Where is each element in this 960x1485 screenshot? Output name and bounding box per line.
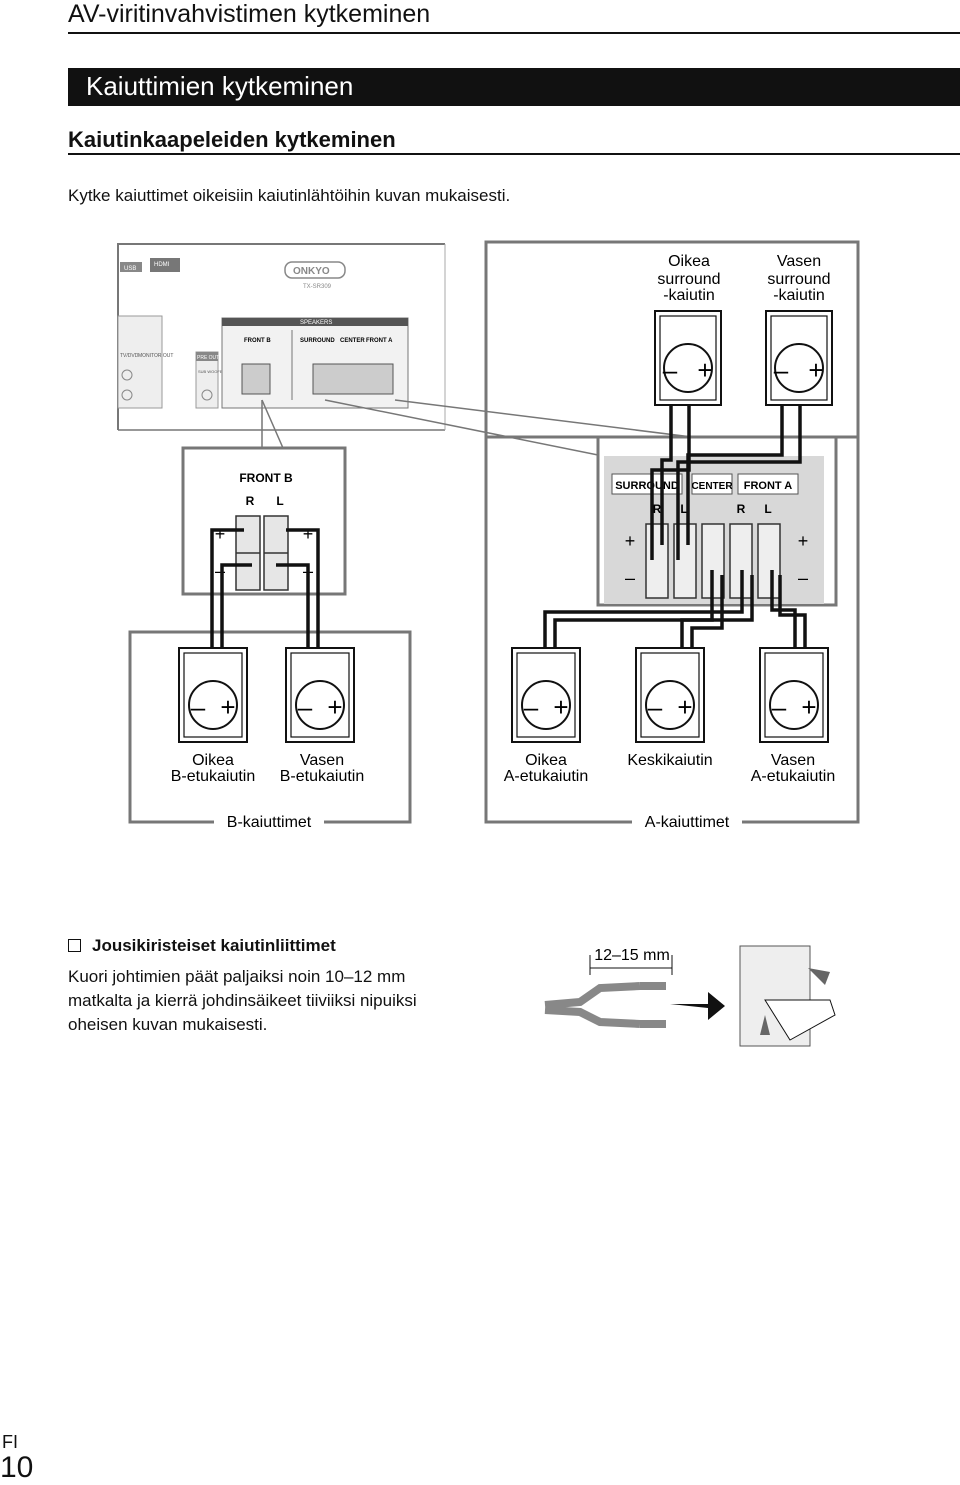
speaker-icon-front-a-right: – + <box>511 647 581 743</box>
page-number: 10 <box>0 1451 34 1484</box>
front-b-terminals <box>235 515 289 591</box>
front-b-left-label-2: B-etukaiutin <box>280 768 365 785</box>
center-terminal-label: CENTER <box>691 481 733 492</box>
b-speakers-box <box>128 630 412 824</box>
front-b-plus-right: + <box>303 524 314 544</box>
front-b-minus-left: – <box>215 561 225 581</box>
front-a-l-label: L <box>764 502 771 516</box>
speaker-icon-front-b-right: – + <box>178 647 248 743</box>
spk-minus: – <box>298 692 313 722</box>
subsection-title: Kaiutinkaapeleiden kytkeminen <box>68 127 396 152</box>
spk-plus: + <box>220 692 235 722</box>
surround-l-label: L <box>680 502 687 516</box>
front-b-r-label: R <box>246 494 255 508</box>
spk-plus: + <box>801 692 816 722</box>
spk-plus: + <box>327 692 342 722</box>
surround-left-label-3: -kaiutin <box>773 287 825 304</box>
jack-note-heading: Jousikiristeiset kaiutinliittimet <box>92 936 336 955</box>
page-title: AV-viritinvahvistimen kytkeminen <box>68 0 431 28</box>
speaker-connection-diagram: USB HDMI ONKYO TX-SR309 TV/DVD MONITOR O… <box>117 240 860 832</box>
insert-arrow-icon <box>760 1015 770 1035</box>
note-checkbox-icon <box>68 939 81 952</box>
b-speakers-label: B-kaiuttimet <box>227 814 312 831</box>
speaker-icon-front-a-left: – + <box>759 647 829 743</box>
arrow-right-icon <box>670 992 725 1020</box>
brand-logo: ONKYO <box>293 266 330 277</box>
spk-plus: + <box>553 692 568 722</box>
front-a-left-label-1: Vasen <box>771 752 815 769</box>
spk-minus: – <box>772 692 787 722</box>
receiver-back-panel: USB HDMI ONKYO TX-SR309 TV/DVD MONITOR O… <box>117 243 446 431</box>
spk-minus: – <box>648 692 663 722</box>
center-label: Keskikaiutin <box>627 752 712 769</box>
front-a-terminal-label: FRONT A <box>744 480 793 492</box>
front-a-right-label-2: A-etukaiutin <box>504 768 589 785</box>
front-b-right-label-2: B-etukaiutin <box>171 768 256 785</box>
front-a-r-label: R <box>737 502 746 516</box>
front-a-minus-right: – <box>798 568 808 588</box>
front-a-left-label-2: A-etukaiutin <box>751 768 836 785</box>
front-a-plus-right: + <box>798 531 809 551</box>
monitor-out-label: MONITOR OUT <box>138 353 173 359</box>
speaker-icon-surround-left: – + <box>765 310 833 406</box>
title-rule <box>68 32 960 34</box>
jack-note-line-3: oheisen kuvan mukaisesti. <box>68 1015 268 1034</box>
surround-left-label-2: surround <box>767 271 830 288</box>
spk-minus: – <box>191 692 206 722</box>
front-a-right-label-1: Oikea <box>525 752 567 769</box>
language-code: FI <box>2 1432 18 1452</box>
jack-note-line-1: Kuori johtimien päät paljaiksi noin 10–1… <box>68 967 406 986</box>
intro-text: Kytke kaiuttimet oikeisiin kaiutinlähtöi… <box>68 186 511 205</box>
front-b-right-label-1: Oikea <box>192 752 234 769</box>
mini-center-label: CENTER <box>340 338 365 344</box>
front-b-label: FRONT B <box>239 471 293 485</box>
front-a-plus-left: + <box>625 531 636 551</box>
speaker-icon-front-b-left: – + <box>285 647 355 743</box>
front-a-minus-left: – <box>625 568 635 588</box>
strip-length-label: 12–15 mm <box>594 947 670 964</box>
surround-left-label-1: Vasen <box>777 253 821 270</box>
surround-terminal-label: SURROUND <box>615 480 679 492</box>
surround-right-label-1: Oikea <box>668 253 710 270</box>
spk-plus: + <box>697 355 712 385</box>
speaker-icon-center: – + <box>635 647 705 743</box>
mini-surround-label: SURROUND <box>300 338 335 344</box>
model-label: TX-SR309 <box>303 284 332 290</box>
spk-minus: – <box>663 355 678 385</box>
push-arrow-icon <box>808 968 830 985</box>
section-bar <box>68 68 960 106</box>
subwoofer-label: SUB WOOFER <box>198 369 225 374</box>
hdmi-label: HDMI <box>154 262 170 268</box>
a-speakers-label: A-kaiuttimet <box>645 814 730 831</box>
mini-front-b-label: FRONT B <box>244 338 271 344</box>
front-b-left-label-1: Vasen <box>300 752 344 769</box>
spk-plus: + <box>677 692 692 722</box>
tv-dvd-label: TV/DVD <box>120 353 139 359</box>
speakers-label: SPEAKERS <box>300 320 332 326</box>
jack-note-line-2: matkalta ja kierrä johdinsäikeet tiiviik… <box>68 991 417 1010</box>
front-b-l-label: L <box>276 494 283 508</box>
subsection-rule <box>68 153 960 155</box>
usb-label: USB <box>124 266 136 272</box>
spk-minus: – <box>524 692 539 722</box>
surround-right-label-3: -kaiutin <box>663 287 715 304</box>
pre-out-label: PRE OUT <box>197 355 219 361</box>
spk-plus: + <box>808 355 823 385</box>
surround-right-label-2: surround <box>657 271 720 288</box>
surround-r-label: R <box>653 502 662 516</box>
section-title: Kaiuttimien kytkeminen <box>86 71 354 101</box>
spk-minus: – <box>774 355 789 385</box>
front-b-plus-left: + <box>215 524 226 544</box>
speaker-icon-surround-right: – + <box>654 310 722 406</box>
mini-front-a-label: FRONT A <box>366 338 393 344</box>
wire-strip-illustration: 12–15 mm <box>544 945 836 1047</box>
